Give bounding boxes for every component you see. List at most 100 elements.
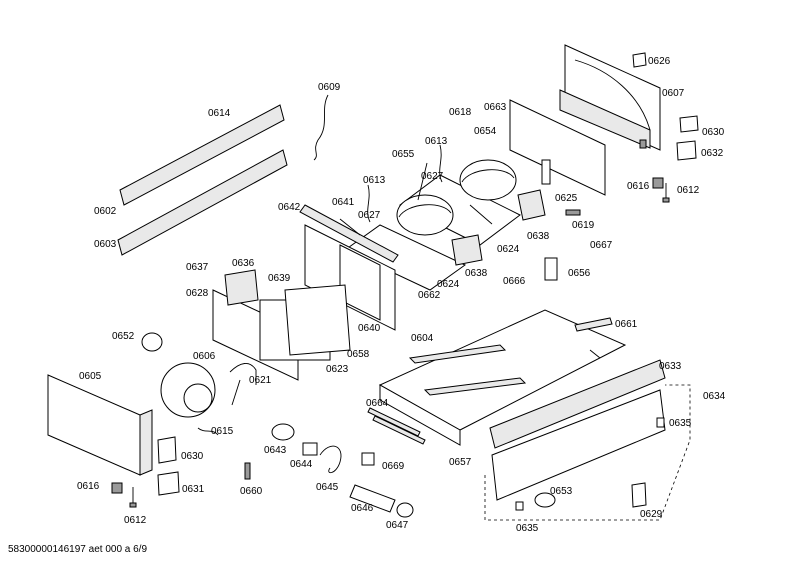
- bracket-0630-bottom: [157, 436, 177, 464]
- label-0664: 0664: [366, 398, 389, 409]
- label-0667: 0667: [590, 240, 613, 251]
- filter-0643: [271, 423, 295, 441]
- label-0623: 0623: [326, 364, 349, 375]
- clip-0635-bottom: [515, 501, 524, 511]
- front-panel-0633: [489, 359, 666, 449]
- label-0640: 0640: [358, 323, 381, 334]
- label-0639: 0639: [268, 273, 291, 284]
- power-cord-0609: [313, 94, 329, 161]
- label-0613-top: 0613: [425, 136, 448, 147]
- screw-0612-right: [662, 183, 670, 203]
- label-0624-mid: 0624: [437, 279, 460, 290]
- label-0621: 0621: [249, 375, 272, 386]
- label-0603: 0603: [94, 239, 117, 250]
- trim-strip-0603: [117, 149, 288, 256]
- bracket-0621: [229, 363, 257, 385]
- label-0644: 0644: [290, 459, 313, 470]
- label-0624-top: 0624: [497, 244, 520, 255]
- document-footer: 58300000146197 aet 000 a 6/9: [8, 544, 148, 555]
- screw-0612-left: [129, 487, 137, 508]
- label-0602: 0602: [94, 206, 117, 217]
- spring-0660: [244, 462, 251, 480]
- label-0642: 0642: [278, 202, 301, 213]
- label-0663: 0663: [484, 102, 507, 113]
- label-0657: 0657: [449, 457, 472, 468]
- fan-0606: [160, 362, 216, 418]
- label-0605: 0605: [79, 371, 102, 382]
- bracket-0632: [676, 140, 697, 161]
- bracket-0630-top: [679, 115, 699, 133]
- label-0661: 0661: [615, 319, 638, 330]
- label-0612-right: 0612: [677, 185, 700, 196]
- hose-0645: [319, 445, 342, 474]
- handle-0653: [534, 492, 556, 508]
- dashed-outline-0634: [484, 384, 691, 521]
- label-0656: 0656: [568, 268, 591, 279]
- label-0654: 0654: [474, 126, 497, 137]
- label-0658: 0658: [347, 349, 370, 360]
- label-0606: 0606: [193, 351, 216, 362]
- label-0633: 0633: [659, 361, 682, 372]
- label-0618: 0618: [449, 107, 472, 118]
- connector-0669: [361, 452, 375, 466]
- label-0628: 0628: [186, 288, 209, 299]
- motor-0652: [141, 332, 163, 352]
- rail-0604: [408, 344, 527, 396]
- label-0652: 0652: [112, 331, 135, 342]
- label-0630-top: 0630: [702, 127, 725, 138]
- label-0666: 0666: [503, 276, 526, 287]
- label-0647: 0647: [386, 520, 409, 531]
- label-0629: 0629: [640, 509, 663, 520]
- label-0637: 0637: [186, 262, 209, 273]
- label-0669: 0669: [382, 461, 405, 472]
- label-0631: 0631: [182, 484, 205, 495]
- label-0643: 0643: [264, 445, 287, 456]
- label-0636: 0636: [232, 258, 255, 269]
- back-panel-0607: [559, 44, 661, 151]
- side-panel-0605: [47, 374, 153, 476]
- label-0655: 0655: [392, 149, 415, 160]
- label-0616-left: 0616: [77, 481, 100, 492]
- label-0660: 0660: [240, 486, 263, 497]
- capacitor-0656: [544, 257, 558, 281]
- tube-0613: [367, 144, 443, 223]
- frame-0641: [304, 224, 396, 331]
- label-0607: 0607: [662, 88, 685, 99]
- label-0614: 0614: [208, 108, 231, 119]
- wire-0615: [197, 427, 219, 436]
- label-0615: 0615: [211, 426, 234, 437]
- bars-0664: [367, 407, 426, 445]
- front-trim-0634: [491, 389, 666, 501]
- label-0662: 0662: [418, 290, 441, 301]
- fan-cover-0636: [224, 269, 259, 306]
- cap-0647: [396, 502, 414, 518]
- label-0619: 0619: [572, 220, 595, 231]
- label-0626: 0626: [648, 56, 671, 67]
- frame-0642: [299, 204, 399, 263]
- rail-0661: [574, 317, 613, 332]
- compressor-0655: [396, 194, 454, 236]
- label-0635-right: 0635: [669, 418, 692, 429]
- label-0630-bottom: 0630: [181, 451, 204, 462]
- label-0653: 0653: [550, 486, 573, 497]
- clip-0616-left: [111, 482, 123, 494]
- label-0646: 0646: [351, 503, 374, 514]
- label-0627-top: 0627: [421, 171, 444, 182]
- bracket-0629: [631, 482, 647, 508]
- display-0658: [284, 284, 351, 356]
- block-0631: [157, 471, 180, 496]
- leader-lines: [231, 59, 646, 406]
- cartridge-0646: [349, 484, 396, 513]
- label-0627-mid: 0627: [358, 210, 381, 221]
- relay-0666: [451, 234, 483, 266]
- label-0645: 0645: [316, 482, 339, 493]
- label-0613-mid: 0613: [363, 175, 386, 186]
- label-0638-top: 0638: [527, 231, 550, 242]
- label-0641: 0641: [332, 197, 355, 208]
- label-0612-left: 0612: [124, 515, 147, 526]
- drawer-tray-0657: [378, 309, 627, 446]
- clip-0635-right: [656, 417, 665, 428]
- label-0632: 0632: [701, 148, 724, 159]
- label-0634: 0634: [703, 391, 726, 402]
